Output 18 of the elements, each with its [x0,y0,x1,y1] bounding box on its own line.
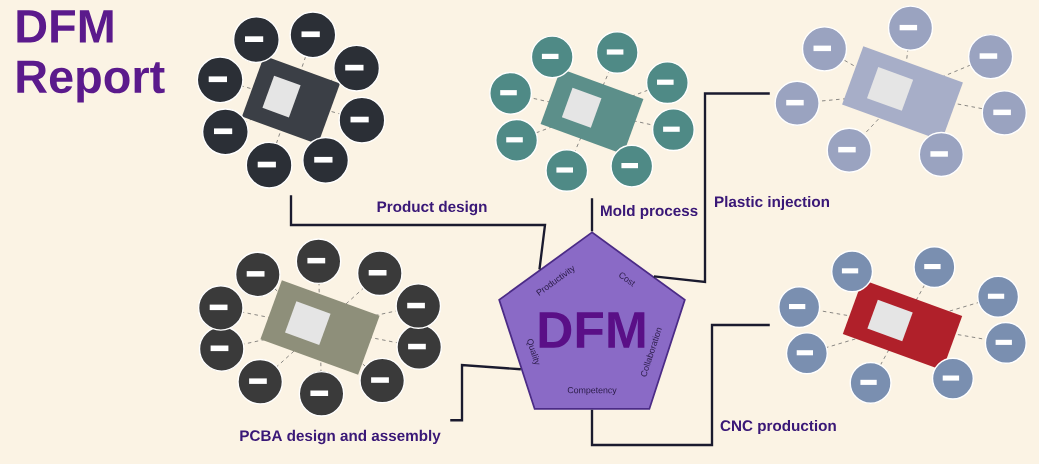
edge-label: Plastic injection [712,194,832,212]
illustration-drawing [489,31,695,192]
edge-label: Product design [374,199,490,217]
side-label: Competency [567,387,617,395]
title: DFM Report [17,10,165,103]
edge-label: PCBA design and assembly [237,428,443,446]
connector-line [450,363,521,422]
connector-line [590,323,770,447]
illustration-drawing [774,5,1027,178]
illustration-drawing [778,246,1027,404]
edge-label: CNC production [718,418,839,436]
illustration-drawing [196,11,386,189]
connector-line [590,198,594,232]
illustration-drawing [197,238,443,417]
edge-label: Mold process [598,203,700,221]
connector-line [289,195,547,270]
side-label: Quality [526,338,540,365]
connector-line [653,92,770,284]
